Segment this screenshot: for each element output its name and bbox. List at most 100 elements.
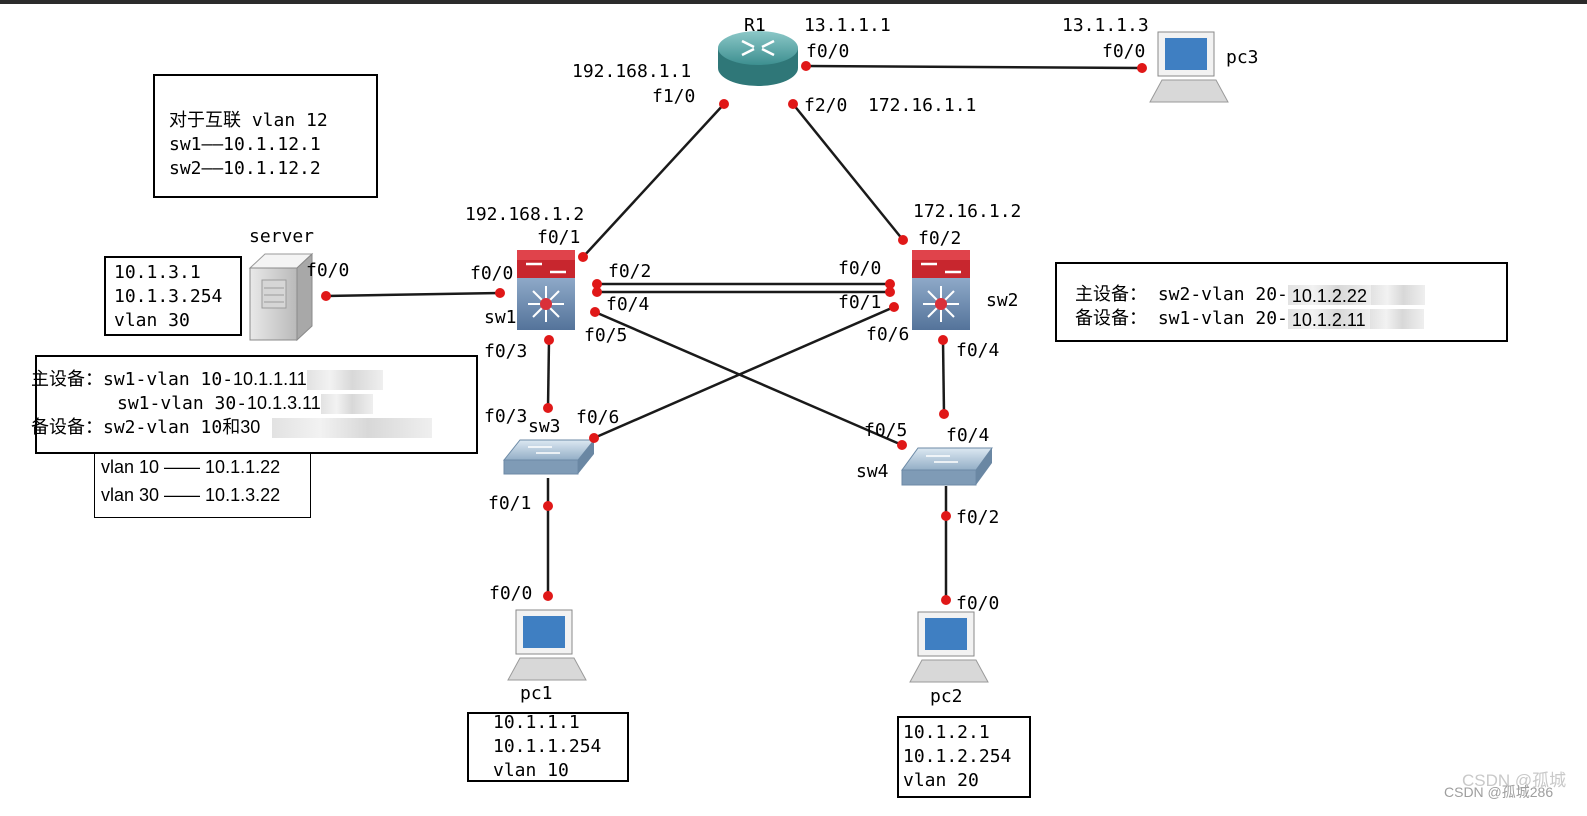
redacted-mask: [1370, 285, 1425, 305]
sw2-primary-ip: 10.1.2.22: [1287, 285, 1371, 306]
sw1-primary-vlan10-ip: 10.1.1.11: [233, 369, 307, 389]
sw1-backup-value: 30: [240, 417, 261, 437]
sw4-icon: [901, 447, 993, 486]
interconnect-line-2: sw1——10.1.12.1: [169, 134, 321, 155]
sw1-backup-prefix: 备设备：sw2-vlan 10和: [31, 417, 241, 438]
pc1-label: pc1: [520, 683, 553, 704]
link-sw1-sw4: [594, 310, 903, 447]
port-label-server-f0-0: f0/0: [306, 260, 350, 281]
pc2-ip: 10.1.2.1: [903, 722, 990, 743]
r1-label: R1: [744, 15, 766, 36]
sw2-redundancy-line-1: 主设备： sw2-vlan 20-10.1.2.22: [1075, 284, 1425, 306]
pc2-icon: [909, 611, 989, 683]
sw2-backup-ip: 10.1.2.11: [1287, 309, 1370, 330]
virtual-ip-box: vlan 10 —— 10.1.1.22 vlan 30 —— 10.1.3.2…: [94, 453, 311, 518]
pc1-vlan: vlan 10: [493, 760, 569, 781]
pc1-icon: [507, 609, 587, 681]
port-dots: [321, 61, 1147, 605]
port-label-sw1-f0-2: f0/2: [608, 261, 652, 282]
sw3-label: sw3: [528, 416, 561, 437]
port-label-pc3-f0-0: f0/0: [1102, 41, 1146, 62]
port-label-sw1-f0-1: f0/1: [537, 227, 581, 248]
port-label-sw4-f0-2: f0/2: [956, 507, 1000, 528]
vip-vlan30: vlan 30 —— 10.1.3.22: [101, 485, 281, 505]
server-info-box: 10.1.3.1 10.1.3.254 vlan 30: [104, 256, 242, 336]
link-sw1-sw3: [546, 339, 551, 409]
link-r1-pc3: [805, 64, 1143, 70]
sw1-label: sw1: [484, 307, 517, 328]
port-label-sw3-f0-6: f0/6: [576, 407, 620, 428]
server-icon: [248, 252, 314, 342]
link-sw2-sw4: [941, 339, 946, 415]
router-r1-icon: [718, 31, 798, 86]
port-label-sw3-f0-1: f0/1: [488, 493, 532, 514]
pc2-gateway: 10.1.2.254: [903, 746, 1012, 767]
port-label-sw2-f0-0: f0/0: [838, 258, 882, 279]
port-label-sw2-f0-2: f0/2: [918, 228, 962, 249]
sw2-uplink-ip-label: 172.16.1.2: [913, 201, 1022, 222]
sw4-label: sw4: [856, 461, 889, 482]
sw2-primary-prefix: 主设备： sw2-vlan 20-: [1075, 284, 1288, 305]
links: [325, 64, 1143, 600]
sw2-label: sw2: [986, 290, 1019, 311]
port-label-r1-f1-0: f1/0: [652, 86, 696, 107]
link-r1-sw1: [582, 103, 725, 258]
port-label-sw1-f0-5: f0/5: [584, 325, 628, 346]
link-sw2-sw3: [593, 305, 895, 440]
pc1-ip: 10.1.1.1: [493, 712, 580, 733]
sw2-redundancy-box: 主设备： sw2-vlan 20-10.1.2.22 备设备： sw1-vlan…: [1055, 262, 1508, 342]
port-label-sw3-f0-3: f0/3: [484, 406, 528, 427]
redacted-mask: [306, 370, 383, 390]
pc2-vlan: vlan 20: [903, 770, 979, 791]
sw2-backup-prefix: 备设备： sw1-vlan 20-: [1075, 308, 1288, 329]
port-label-pc1-f0-0: f0/0: [489, 583, 533, 604]
port-label-r1-f0-0: f0/0: [806, 41, 850, 62]
r1-f1-0-ip-label: 192.168.1.1: [572, 61, 692, 82]
server-ip: 10.1.3.1: [114, 262, 201, 283]
sw1-redundancy-box: 主设备：sw1-vlan 10-10.1.1.11 sw1-vlan 30-10…: [31, 355, 478, 454]
port-label-sw1-f0-3: f0/3: [484, 341, 528, 362]
port-label-pc2-f0-0: f0/0: [956, 593, 1000, 614]
r1-f2-0-ip-label: 172.16.1.1: [868, 95, 977, 116]
sw1-uplink-ip-label: 192.168.1.2: [465, 204, 585, 225]
sw2-redundancy-line-2: 备设备： sw1-vlan 20-10.1.2.11: [1075, 308, 1424, 330]
port-label-sw2-f0-1: f0/1: [838, 292, 882, 313]
watermark-line-1: CSDN @孤城: [1462, 771, 1567, 790]
server-vlan: vlan 30: [114, 310, 190, 331]
port-label-sw4-f0-5: f0/5: [864, 420, 908, 441]
r1-f0-0-ip-label: 13.1.1.1: [804, 15, 891, 36]
server-gateway: 10.1.3.254: [114, 286, 223, 307]
sw1-redundancy-line-2: sw1-vlan 30-10.1.3.11: [117, 392, 373, 415]
redacted-mask: [272, 418, 433, 438]
port-label-r1-f2-0: f2/0: [804, 95, 848, 116]
redacted-mask: [1369, 309, 1424, 329]
window-top-bar: [0, 0, 1587, 4]
pc1-gateway: 10.1.1.254: [493, 736, 602, 757]
interconnect-line-1: 对于互联 vlan 12: [169, 110, 328, 131]
link-server-sw1: [325, 291, 501, 298]
sw1-redundancy-line-1: 主设备：sw1-vlan 10-10.1.1.11: [31, 368, 383, 391]
link-r1-sw2: [792, 103, 904, 241]
server-label: server: [249, 226, 315, 247]
sw1-primary-vlan10-prefix: 主设备：sw1-vlan 10-: [31, 369, 234, 390]
port-label-sw1-f0-4: f0/4: [606, 294, 650, 315]
pc1-info-box: 10.1.1.1 10.1.1.254 vlan 10: [467, 712, 629, 782]
port-label-sw2-f0-6: f0/6: [866, 324, 910, 345]
pc2-label: pc2: [930, 686, 963, 707]
pc3-icon: [1149, 31, 1229, 103]
sw3-icon: [502, 439, 596, 475]
port-label-sw1-f0-0: f0/0: [470, 263, 514, 284]
sw2-icon: [912, 250, 970, 330]
pc3-ip-label: 13.1.1.3: [1062, 15, 1149, 36]
interconnect-line-3: sw2——10.1.12.2: [169, 158, 321, 179]
sw1-redundancy-line-3: 备设备：sw2-vlan 10和30: [31, 416, 433, 439]
sw1-primary-vlan30-prefix: sw1-vlan 30-: [117, 393, 248, 414]
sw1-icon: [517, 250, 575, 330]
sw1-primary-vlan30-ip: 10.1.3.11: [247, 393, 321, 413]
redacted-mask: [320, 394, 373, 414]
interconnect-vlan-box: 对于互联 vlan 12 sw1——10.1.12.1 sw2——10.1.12…: [153, 74, 378, 198]
watermark-line-2: CSDN @孤城286: [1444, 784, 1554, 800]
vip-vlan10: vlan 10 —— 10.1.1.22: [101, 457, 281, 477]
pc3-label: pc3: [1226, 47, 1259, 68]
